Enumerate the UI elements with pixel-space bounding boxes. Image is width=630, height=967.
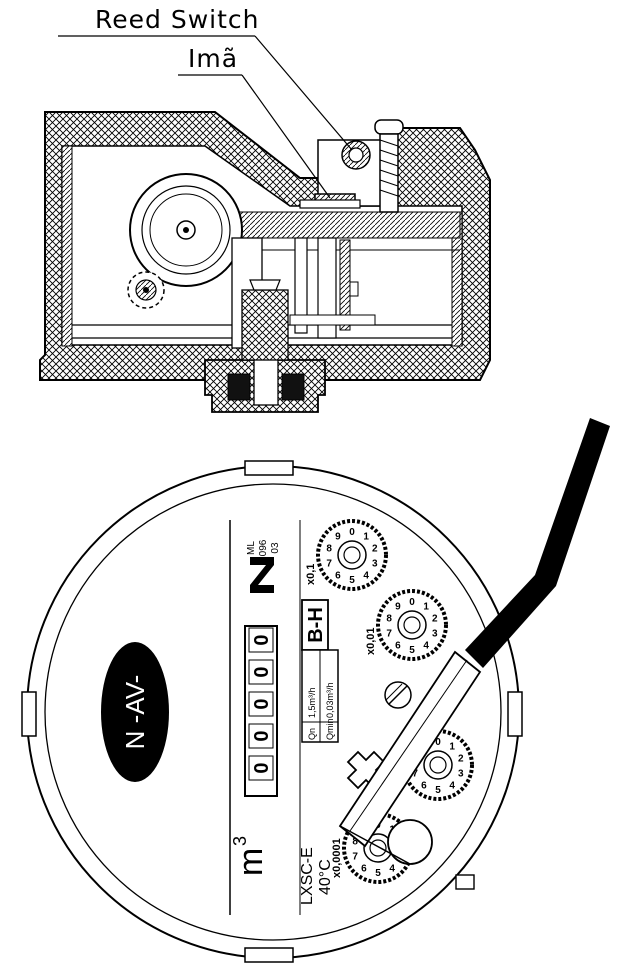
svg-text:Qmin: Qmin — [325, 718, 335, 740]
register-digit: 8 — [326, 544, 332, 555]
register-digit: 3 — [432, 628, 438, 639]
register-digit: 4 — [389, 863, 395, 874]
approval-mark: ML 096 03 — [246, 539, 281, 556]
register-digit: 5 — [375, 868, 381, 879]
reed-probe — [338, 650, 482, 865]
register-digit: 0 — [409, 597, 415, 608]
svg-text:096: 096 — [258, 539, 269, 556]
odometer-digit: 0 — [251, 730, 273, 741]
register-digit: 5 — [435, 785, 441, 796]
class-box: B-H — [301, 599, 329, 651]
register-digit: 4 — [423, 640, 429, 651]
register-digit: 0 — [349, 527, 355, 538]
register-digit: 1 — [363, 532, 369, 543]
register-digit: 7 — [352, 851, 358, 862]
svg-text:1,5m³/h: 1,5m³/h — [307, 687, 317, 718]
gear-wheel — [129, 173, 243, 287]
register-digit: 0 — [435, 737, 441, 748]
register-digit: 6 — [361, 863, 367, 874]
register-digit: 3 — [372, 558, 378, 569]
register-digit: 3 — [458, 768, 464, 779]
model-label: LXSC-E — [299, 847, 316, 905]
register-digit: 6 — [421, 780, 427, 791]
register-digit: 4 — [449, 780, 455, 791]
register-digit: 2 — [372, 544, 378, 555]
cross-section-view: Reed Switch Imã — [39, 5, 491, 413]
svg-text:B-H: B-H — [305, 607, 327, 643]
register-digit: 8 — [386, 614, 392, 625]
unit-label: m 3 — [230, 836, 270, 876]
register-digit: 7 — [412, 768, 418, 779]
register-digit: 5 — [349, 575, 355, 586]
register-digit: 5 — [409, 645, 415, 656]
odometer-digit: 0 — [251, 666, 273, 677]
svg-text:3: 3 — [230, 836, 250, 846]
odometer-counter: 0 0 0 0 0 — [244, 625, 278, 797]
pinion-gear — [127, 271, 165, 309]
odometer-cell — [248, 691, 274, 717]
brand-badge-text: N -AV- — [120, 675, 150, 750]
register-digit: 8 — [352, 837, 358, 848]
odometer-cell — [248, 755, 274, 781]
reed-cable — [465, 418, 610, 668]
svg-text:Qn: Qn — [307, 728, 317, 740]
register-digit: 2 — [458, 754, 464, 765]
odometer-cell — [248, 723, 274, 749]
register-digit: 6 — [335, 570, 341, 581]
reed-switch-label: Reed Switch — [95, 5, 259, 34]
register-multiplier: x0,1 — [305, 564, 317, 585]
register-digit: 2 — [432, 614, 438, 625]
register-digit: 4 — [363, 570, 369, 581]
brand-badge: N -AV- — [101, 642, 169, 782]
register-digit: 7 — [326, 558, 332, 569]
odometer-digit: 0 — [251, 762, 273, 773]
magnet-label: Imã — [188, 44, 238, 73]
register-multiplier: x0,0001 — [331, 838, 343, 878]
register-digit: 9 — [395, 602, 401, 613]
svg-text:ML: ML — [246, 541, 257, 555]
register-digit: 7 — [386, 628, 392, 639]
svg-text:m: m — [232, 848, 270, 876]
temperature-label: 40°C — [317, 859, 334, 895]
odometer-cell — [248, 659, 274, 685]
register-multiplier: x0,01 — [365, 627, 377, 655]
odometer-digit: 0 — [251, 698, 273, 709]
register-digit: 6 — [395, 640, 401, 651]
register-digit: 9 — [335, 532, 341, 543]
svg-text:0,03m³/h: 0,03m³/h — [325, 682, 335, 718]
approval-logo — [250, 557, 274, 593]
odometer-digit: 0 — [251, 634, 273, 645]
svg-text:03: 03 — [270, 542, 281, 554]
register-digit: 1 — [423, 602, 429, 613]
register-digit: 1 — [449, 742, 455, 753]
spec-box: Qn 1,5m³/h Qmin 0,03m³/h — [301, 649, 339, 743]
odometer-cell — [248, 627, 274, 653]
